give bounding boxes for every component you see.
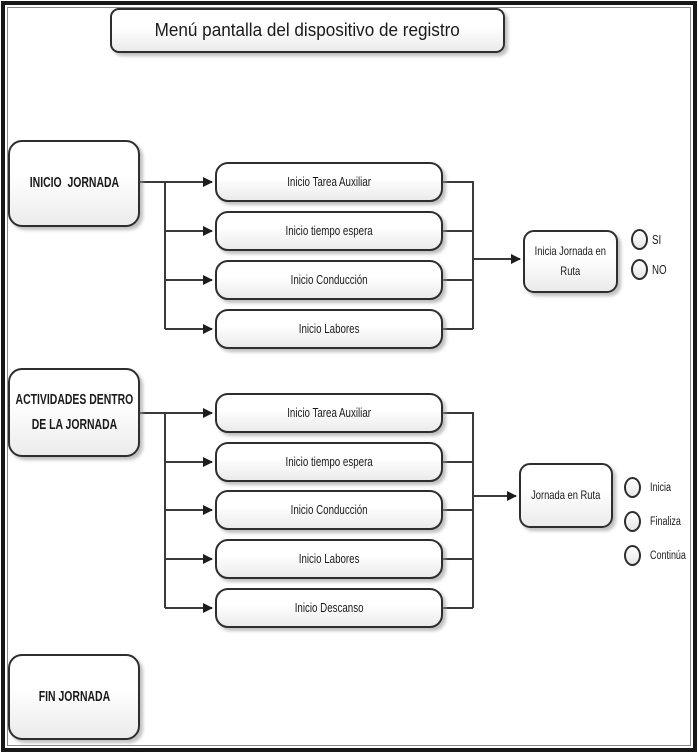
g2-pill-inicio-labores[interactable]: Inicio Labores	[215, 539, 443, 579]
g2-radio-finaliza-label: Finaliza	[650, 511, 690, 532]
option-label: Continúa	[650, 549, 686, 562]
actividades-label: ACTIVIDADES DENTRO DE LA JORNADA	[15, 391, 136, 433]
g2-result-label: Jornada en Ruta	[531, 487, 601, 502]
g2-pill-inicio-descanso[interactable]: Inicio Descanso	[215, 588, 443, 628]
pill-label: Inicio Tarea Auxiliar	[287, 406, 371, 420]
g1-pill-inicio-conduccion[interactable]: Inicio Conducción	[215, 260, 443, 300]
g2-radio-inicia[interactable]	[624, 477, 641, 498]
g2-pill-inicio-tiempo-espera[interactable]: Inicio tiempo espera	[215, 442, 443, 482]
diagram-title: Menú pantalla del dispositivo de registr…	[110, 8, 505, 53]
pill-label: Inicio tiempo espera	[285, 455, 373, 469]
g2-radio-inicia-label: Inicia	[650, 477, 677, 498]
g1-pill-inicio-tiempo-espera[interactable]: Inicio tiempo espera	[215, 211, 443, 251]
g2-radio-finaliza[interactable]	[624, 511, 641, 532]
g2-result-box[interactable]: Jornada en Ruta	[519, 463, 613, 528]
diagram-title-label: Menú pantalla del dispositivo de registr…	[154, 20, 461, 40]
g1-radio-no[interactable]	[631, 259, 648, 280]
pill-label: Inicio Tarea Auxiliar	[287, 175, 371, 189]
option-label: NO	[652, 262, 667, 277]
inicio-jornada-box[interactable]: INICIO JORNADA	[8, 140, 140, 227]
actividades-box[interactable]: ACTIVIDADES DENTRO DE LA JORNADA	[8, 368, 140, 457]
pill-label: Inicio Descanso	[294, 601, 364, 615]
fin-jornada-label: FIN JORNADA	[38, 688, 110, 705]
g1-result-box[interactable]: Inicia Jornada en Ruta	[523, 230, 618, 293]
g2-pill-inicio-conduccion[interactable]: Inicio Conducción	[215, 490, 443, 530]
option-label: Inicia	[650, 481, 671, 494]
g1-result-label: Inicia Jornada en Ruta	[534, 244, 609, 278]
g1-pill-inicio-tarea-auxiliar[interactable]: Inicio Tarea Auxiliar	[215, 162, 443, 202]
g1-radio-si[interactable]	[631, 229, 648, 250]
g2-pill-inicio-tarea-auxiliar[interactable]: Inicio Tarea Auxiliar	[215, 393, 443, 433]
pill-label: Inicio Labores	[298, 322, 360, 336]
fin-jornada-box[interactable]: FIN JORNADA	[8, 654, 140, 740]
g2-radio-continua[interactable]	[624, 545, 641, 566]
option-label: SI	[652, 232, 662, 247]
pill-label: Inicio Labores	[298, 552, 360, 566]
pill-label: Inicio Conducción	[290, 273, 368, 287]
pill-label: Inicio Conducción	[290, 503, 368, 517]
pill-label: Inicio tiempo espera	[285, 224, 373, 238]
g2-radio-continua-label: Continúa	[650, 545, 696, 566]
g1-radio-no-label: NO	[652, 259, 671, 280]
option-label: Finaliza	[650, 515, 681, 528]
g1-pill-inicio-labores[interactable]: Inicio Labores	[215, 309, 443, 349]
inicio-jornada-label: INICIO JORNADA	[29, 175, 119, 192]
g1-radio-si-label: SI	[652, 229, 664, 250]
